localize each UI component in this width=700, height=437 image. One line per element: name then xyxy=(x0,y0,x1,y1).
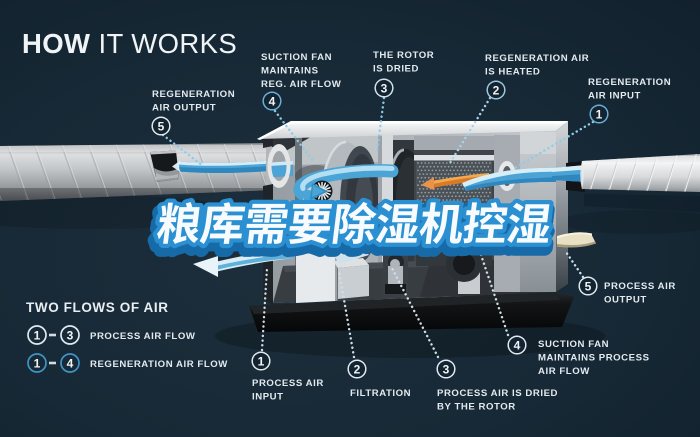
svg-text:MAINTAINS PROCESS: MAINTAINS PROCESS xyxy=(538,353,650,364)
svg-text:3: 3 xyxy=(443,362,450,376)
svg-text:4: 4 xyxy=(67,356,74,370)
svg-text:4: 4 xyxy=(269,94,276,108)
svg-text:TWO FLOWS OF AIR: TWO FLOWS OF AIR xyxy=(26,300,169,315)
svg-text:IS HEATED: IS HEATED xyxy=(485,67,540,78)
svg-text:INPUT: INPUT xyxy=(252,392,284,403)
svg-text:PROCESS AIR: PROCESS AIR xyxy=(252,378,324,389)
svg-text:MAINTAINS: MAINTAINS xyxy=(261,66,319,77)
svg-text:PROCESS AIR FLOW: PROCESS AIR FLOW xyxy=(90,331,196,342)
svg-text:BY THE ROTOR: BY THE ROTOR xyxy=(437,402,516,413)
svg-text:2: 2 xyxy=(493,83,500,97)
svg-text:4: 4 xyxy=(514,338,521,352)
svg-text:REGENERATION: REGENERATION xyxy=(152,89,235,100)
svg-text:1: 1 xyxy=(258,354,265,368)
svg-text:3: 3 xyxy=(381,81,388,95)
svg-text:HOW IT WORKS: HOW IT WORKS xyxy=(22,28,237,59)
svg-text:REGENERATION: REGENERATION xyxy=(588,77,671,88)
svg-text:1: 1 xyxy=(34,328,41,342)
svg-text:1: 1 xyxy=(596,107,603,121)
svg-text:OUTPUT: OUTPUT xyxy=(604,295,647,306)
svg-text:AIR INPUT: AIR INPUT xyxy=(588,91,641,102)
svg-text:SUCTION FAN: SUCTION FAN xyxy=(261,52,332,63)
svg-text:REGENERATION AIR: REGENERATION AIR xyxy=(485,53,589,64)
svg-text:3: 3 xyxy=(67,328,74,342)
svg-text:REG. AIR FLOW: REG. AIR FLOW xyxy=(261,79,342,90)
svg-text:5: 5 xyxy=(158,119,165,133)
svg-text:THE ROTOR: THE ROTOR xyxy=(373,50,434,61)
svg-text:1: 1 xyxy=(34,356,41,370)
svg-text:AIR FLOW: AIR FLOW xyxy=(538,366,590,377)
svg-text:IS DRIED: IS DRIED xyxy=(373,64,419,75)
svg-text:REGENERATION AIR FLOW: REGENERATION AIR FLOW xyxy=(90,359,228,370)
svg-text:FILTRATION: FILTRATION xyxy=(350,388,411,399)
svg-text:SUCTION FAN: SUCTION FAN xyxy=(538,339,609,350)
svg-text:PROCESS AIR: PROCESS AIR xyxy=(604,281,676,292)
svg-text:5: 5 xyxy=(585,279,592,293)
svg-text:2: 2 xyxy=(354,362,361,376)
svg-text:PROCESS AIR IS DRIED: PROCESS AIR IS DRIED xyxy=(437,388,558,399)
svg-text:AIR OUTPUT: AIR OUTPUT xyxy=(152,103,216,114)
